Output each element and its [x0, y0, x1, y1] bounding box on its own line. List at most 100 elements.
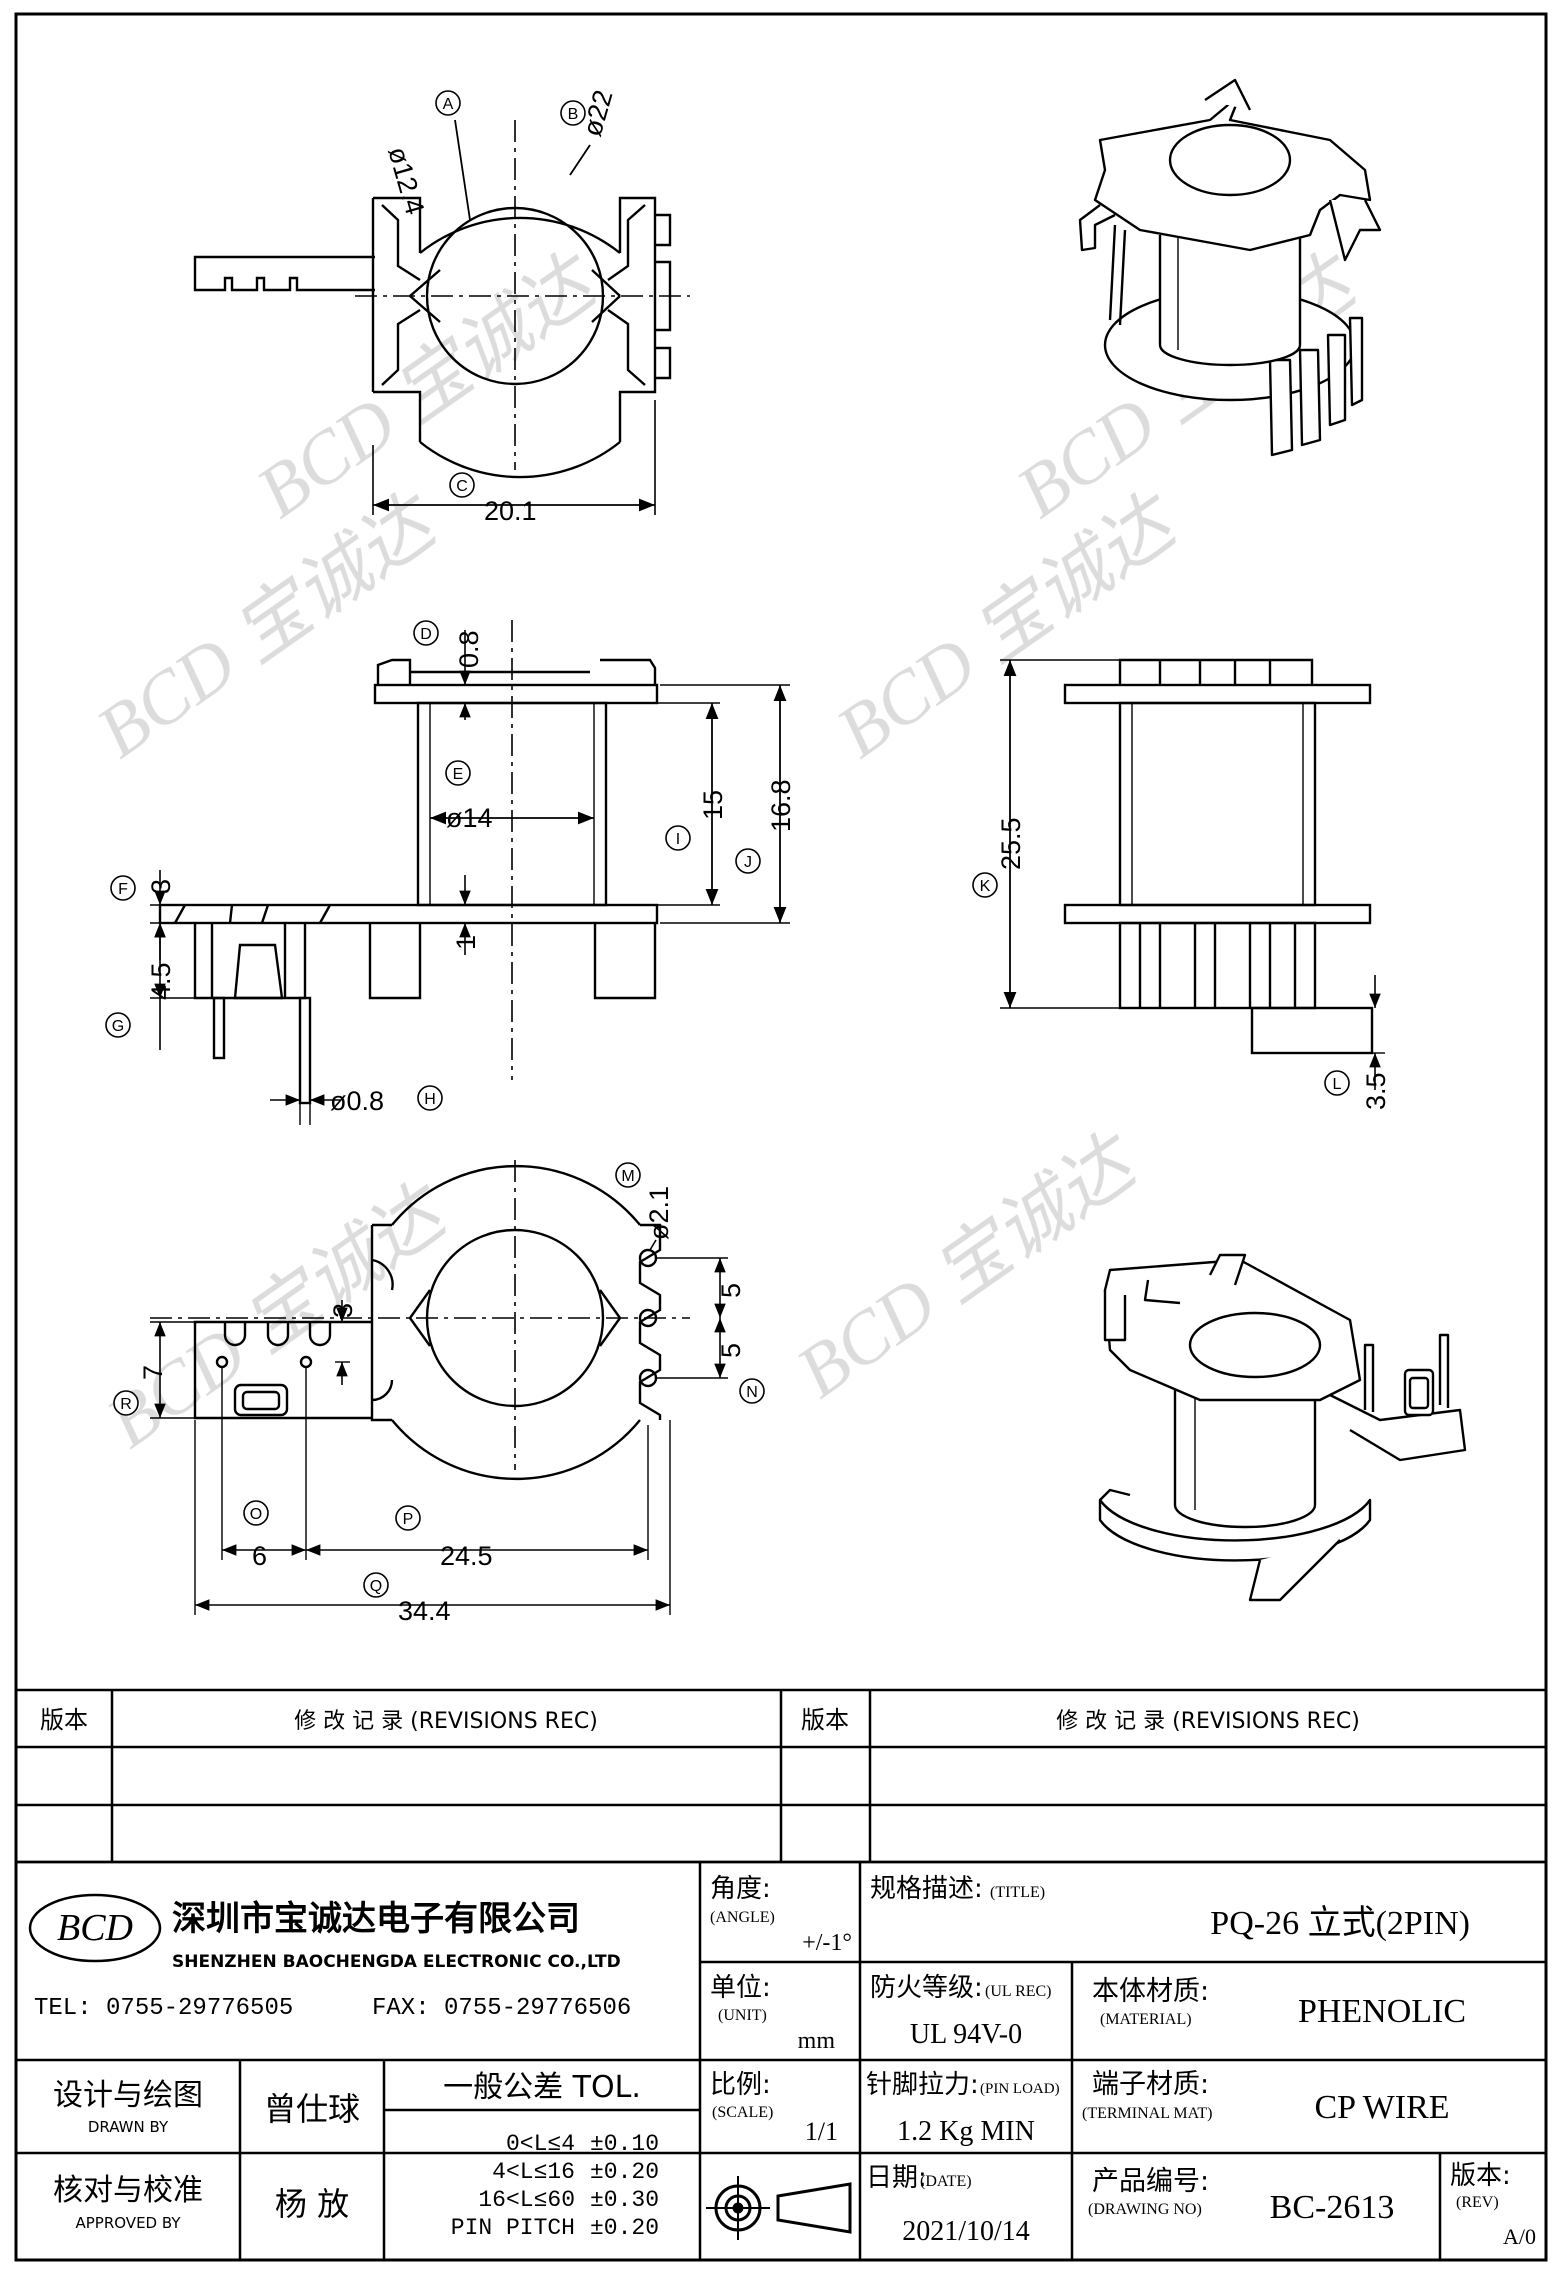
callout-m: M — [615, 1162, 641, 1188]
dim-bottom-m21: ø2.1 — [644, 1186, 674, 1240]
callout-h: H — [417, 1085, 443, 1111]
drawing-label: 产品编号: — [1092, 2166, 1209, 2197]
ul-label-en: (UL REC) — [985, 1983, 1052, 2000]
callout-c: C — [449, 472, 475, 498]
approved-label: 核对与校准 — [53, 2173, 203, 2208]
date-value: 2021/10/14 — [902, 2216, 1030, 2247]
dim-bottom-r7: 7 — [138, 1365, 168, 1380]
svg-text:BCD 宝诚达: BCD 宝诚达 — [93, 1169, 465, 1464]
callout-i: I — [665, 825, 691, 851]
scale-label-en: (SCALE) — [712, 2104, 773, 2121]
approved-label-en: APPROVED BY — [75, 2214, 181, 2232]
company-name-en: SHENZHEN BAOCHENGDA ELECTRONIC CO.,LTD — [172, 1952, 621, 1972]
callout-p: P — [395, 1505, 421, 1531]
rev-col-version-right: 版本 — [801, 1706, 849, 1734]
tol-range-1: 4<L≤16 — [492, 2159, 575, 2185]
rev-label: 版本: — [1450, 2161, 1511, 2191]
dim-front-f3: 3 — [146, 879, 176, 894]
dim-bottom-n5b: 5 — [716, 1343, 746, 1358]
title-block-grid — [14, 1860, 1548, 2262]
dim-front-h08: ø0.8 — [330, 1086, 384, 1116]
svg-text:BCD 宝诚达: BCD 宝诚达 — [83, 479, 455, 774]
svg-text:B: B — [568, 106, 579, 123]
tol-value-2: ±0.30 — [590, 2187, 659, 2213]
dim-bottom-n5a: 5 — [716, 1283, 746, 1298]
spec-label-en: (TITLE) — [990, 1884, 1045, 1901]
callout-j: J — [735, 848, 761, 874]
company-name-cn: 深圳市宝诚达电子有限公司 — [172, 1899, 580, 1939]
unit-label: 单位: — [710, 1973, 771, 2003]
callout-q: Q — [363, 1572, 389, 1598]
ul-label: 防火等级: — [870, 1973, 983, 2003]
tol-range-0: 0<L≤4 — [506, 2131, 575, 2157]
dim-front-j168: 16.8 — [766, 779, 796, 832]
callout-a: A — [435, 90, 461, 116]
unit-value: mm — [798, 2028, 836, 2054]
date-label: 日期: — [866, 2163, 927, 2193]
svg-text:G: G — [112, 1018, 124, 1035]
svg-text:BCD 宝诚达: BCD 宝诚达 — [823, 479, 1195, 774]
svg-text:M: M — [621, 1168, 634, 1185]
company-tel: TEL: 0755-29776505 — [34, 1995, 293, 2022]
drawing-label-en: (DRAWING NO) — [1088, 2201, 1202, 2218]
approved-value: 杨 放 — [275, 2185, 349, 2223]
spec-value: PQ-26 立式(2PIN) — [1210, 1904, 1470, 1942]
scale-value: 1/1 — [805, 2117, 838, 2146]
svg-text:D: D — [420, 626, 432, 643]
callout-f: F — [110, 875, 136, 901]
projection-symbol-icon — [706, 2176, 852, 2240]
tol-value-1: ±0.20 — [590, 2159, 659, 2185]
bottom-view — [150, 1160, 728, 1615]
callout-r: R — [113, 1390, 139, 1416]
unit-label-en: (UNIT) — [718, 2007, 767, 2024]
dim-side-k255: 25.5 — [996, 817, 1026, 870]
dim-bottom-p245: 24.5 — [440, 1541, 493, 1571]
top-view — [193, 119, 690, 515]
svg-text:C: C — [456, 478, 468, 495]
dim-top-d-inner: ø12.4 — [382, 143, 430, 218]
callouts: A B C D E F G H I J K L M N O P Q R — [105, 90, 1350, 1598]
callout-l: L — [1324, 1070, 1350, 1096]
pinload-label: 针脚拉力: — [866, 2070, 979, 2100]
dim-front-core: ø14 — [446, 803, 493, 833]
iso-view-top — [1078, 78, 1382, 457]
terminal-label: 端子材质: — [1092, 2069, 1209, 2100]
tol-value-3: ±0.20 — [590, 2215, 659, 2241]
dim-front-i15: 15 — [698, 790, 728, 820]
callout-g: G — [105, 1012, 131, 1038]
svg-text:R: R — [120, 1396, 132, 1413]
dim-side-l35: 3.5 — [1361, 1072, 1391, 1110]
dim-top-width: 20.1 — [484, 496, 537, 526]
rev-col-version-left: 版本 — [40, 1706, 88, 1734]
drawn-label: 设计与绘图 — [53, 2078, 203, 2113]
callout-o: O — [243, 1500, 269, 1526]
terminal-value: CP WIRE — [1314, 2089, 1449, 2126]
angle-label-en: (ANGLE) — [710, 1909, 775, 1926]
side-view — [1000, 658, 1385, 1090]
svg-text:Q: Q — [370, 1578, 382, 1595]
callout-b: B — [560, 100, 586, 126]
svg-text:A: A — [443, 96, 454, 113]
callout-n: N — [739, 1378, 765, 1404]
svg-text:BCD: BCD — [57, 1907, 133, 1949]
rev-col-record-left: 修 改 记 录 (REVISIONS REC) — [294, 1709, 598, 1734]
tol-range-2: 16<L≤60 — [478, 2187, 575, 2213]
tol-range-3: PIN PITCH — [451, 2215, 575, 2241]
material-label-en: (MATERIAL) — [1100, 2011, 1192, 2028]
svg-text:J: J — [744, 854, 752, 871]
svg-text:K: K — [980, 878, 991, 895]
drawn-value: 曾仕球 — [264, 2090, 360, 2128]
drawing-value: BC-2613 — [1270, 2189, 1395, 2226]
svg-text:I: I — [676, 831, 680, 848]
svg-text:P: P — [403, 1511, 414, 1528]
company-fax: FAX: 0755-29776506 — [372, 1995, 631, 2022]
rev-label-en: (REV) — [1456, 2194, 1499, 2211]
pinload-label-en: (PIN LOAD) — [980, 2081, 1060, 2097]
svg-text:H: H — [424, 1091, 436, 1108]
callout-e: E — [445, 760, 471, 786]
angle-value: +/-1° — [802, 1930, 852, 1956]
svg-text:N: N — [746, 1384, 758, 1401]
rev-col-record-right: 修 改 记 录 (REVISIONS REC) — [1056, 1709, 1360, 1734]
iso-view-bottom — [1098, 1253, 1467, 1602]
front-view — [150, 620, 790, 1125]
